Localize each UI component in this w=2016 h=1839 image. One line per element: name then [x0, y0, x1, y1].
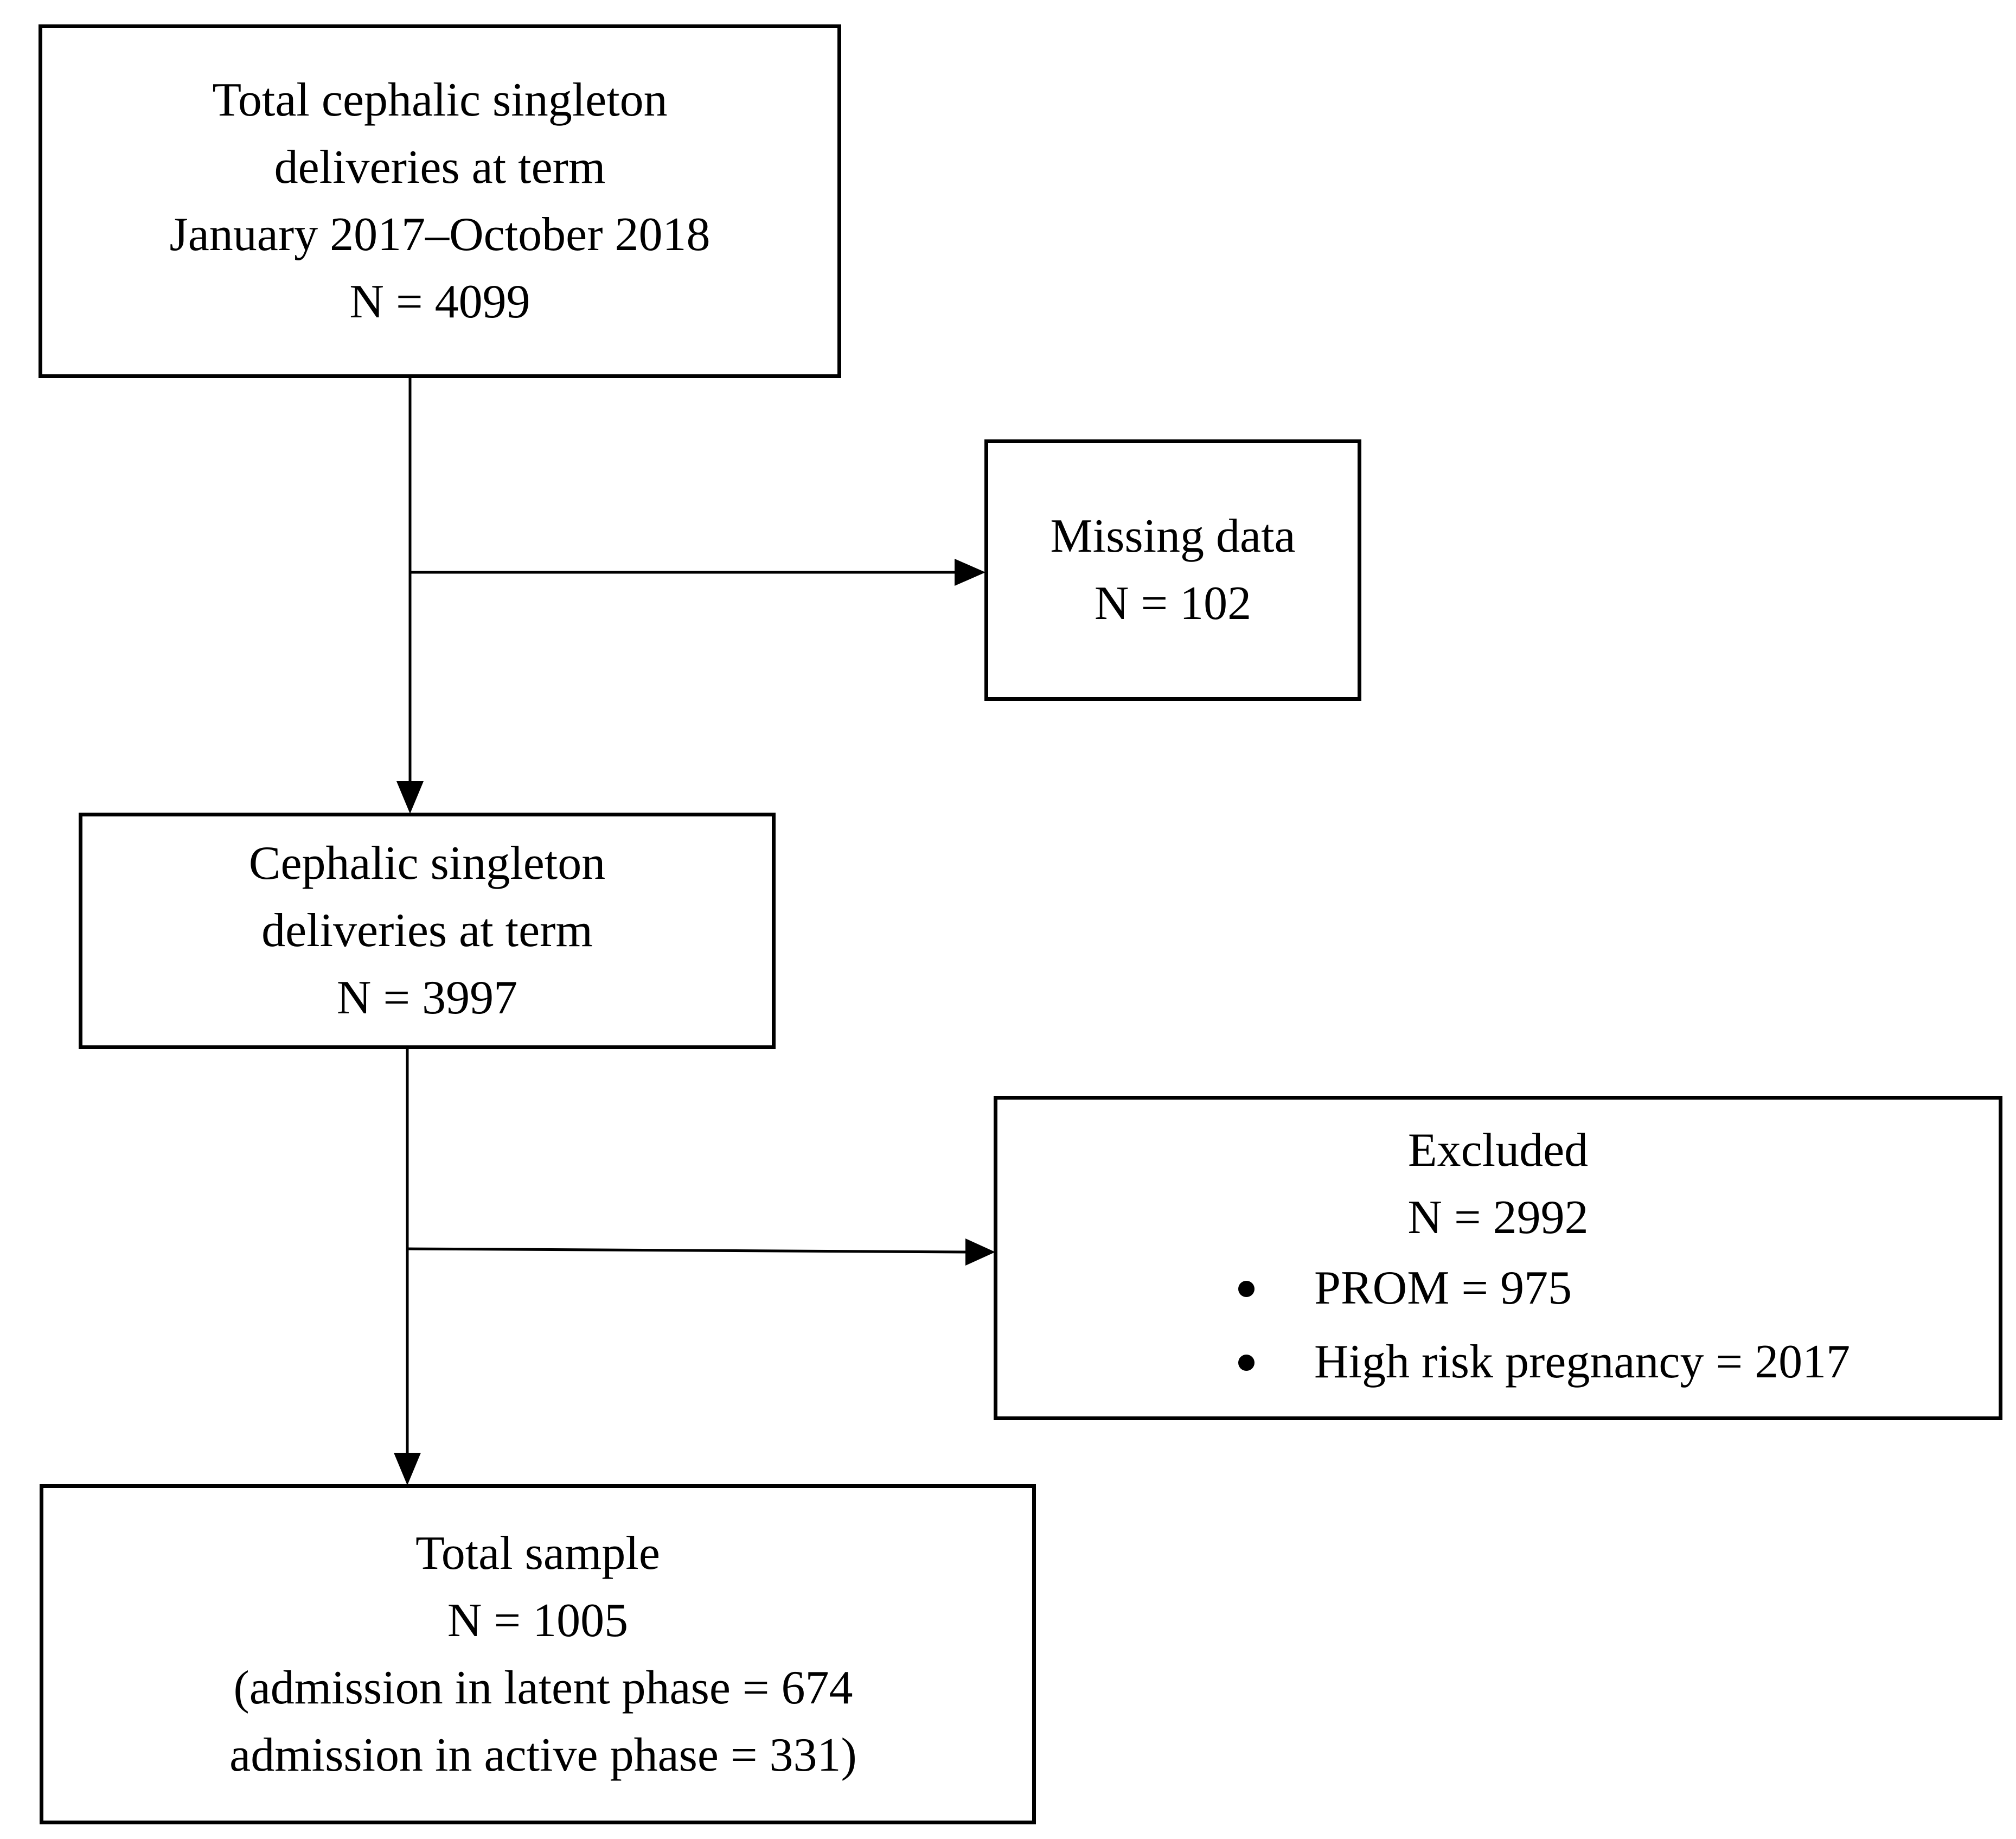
- excluded-reasons-list: PROM = 975 High risk pregnancy = 2017: [997, 1251, 1999, 1399]
- excluded-box: Excluded N = 2992 PROM = 975 High risk p…: [994, 1096, 2002, 1420]
- cephalic-box-line-2: deliveries at term: [261, 904, 593, 957]
- total-box-line-1: Total cephalic singleton: [212, 74, 668, 126]
- cephalic-box-count: N = 3997: [336, 972, 518, 1024]
- total-box-line-3: January 2017–October 2018: [169, 208, 711, 261]
- excluded-box-count: N = 2992: [1407, 1191, 1589, 1244]
- cephalic-box-line-1: Cephalic singleton: [248, 837, 606, 890]
- excluded-reason-prom: PROM = 975: [1238, 1251, 1999, 1325]
- sample-box-active: admission in active phase = 331): [229, 1728, 857, 1781]
- arrowhead-down-2: [394, 1453, 421, 1485]
- arrowhead-right-2: [965, 1238, 995, 1266]
- missing-box-title: Missing data: [1050, 510, 1296, 563]
- excluded-box-title: Excluded: [1407, 1124, 1589, 1177]
- missing-box-count: N = 102: [1094, 577, 1252, 630]
- missing-data-box: Missing data N = 102: [984, 439, 1361, 701]
- excluded-reason-high-risk: High risk pregnancy = 2017: [1238, 1325, 1999, 1399]
- total-deliveries-box: Total cephalic singleton deliveries at t…: [39, 24, 841, 378]
- total-sample-box: Total sample N = 1005 (admission in late…: [40, 1484, 1036, 1824]
- sample-box-latent: (admission in latent phase = 674: [233, 1661, 853, 1714]
- arrowhead-down-1: [396, 781, 424, 814]
- sample-box-title: Total sample: [415, 1527, 660, 1580]
- arrow-to-excluded: [407, 1247, 966, 1254]
- arrowhead-right-1: [955, 559, 985, 586]
- total-box-line-2: deliveries at term: [274, 141, 606, 194]
- sample-box-count: N = 1005: [447, 1594, 629, 1647]
- cephalic-deliveries-box: Cephalic singleton deliveries at term N …: [79, 813, 776, 1049]
- total-box-count: N = 4099: [349, 276, 530, 328]
